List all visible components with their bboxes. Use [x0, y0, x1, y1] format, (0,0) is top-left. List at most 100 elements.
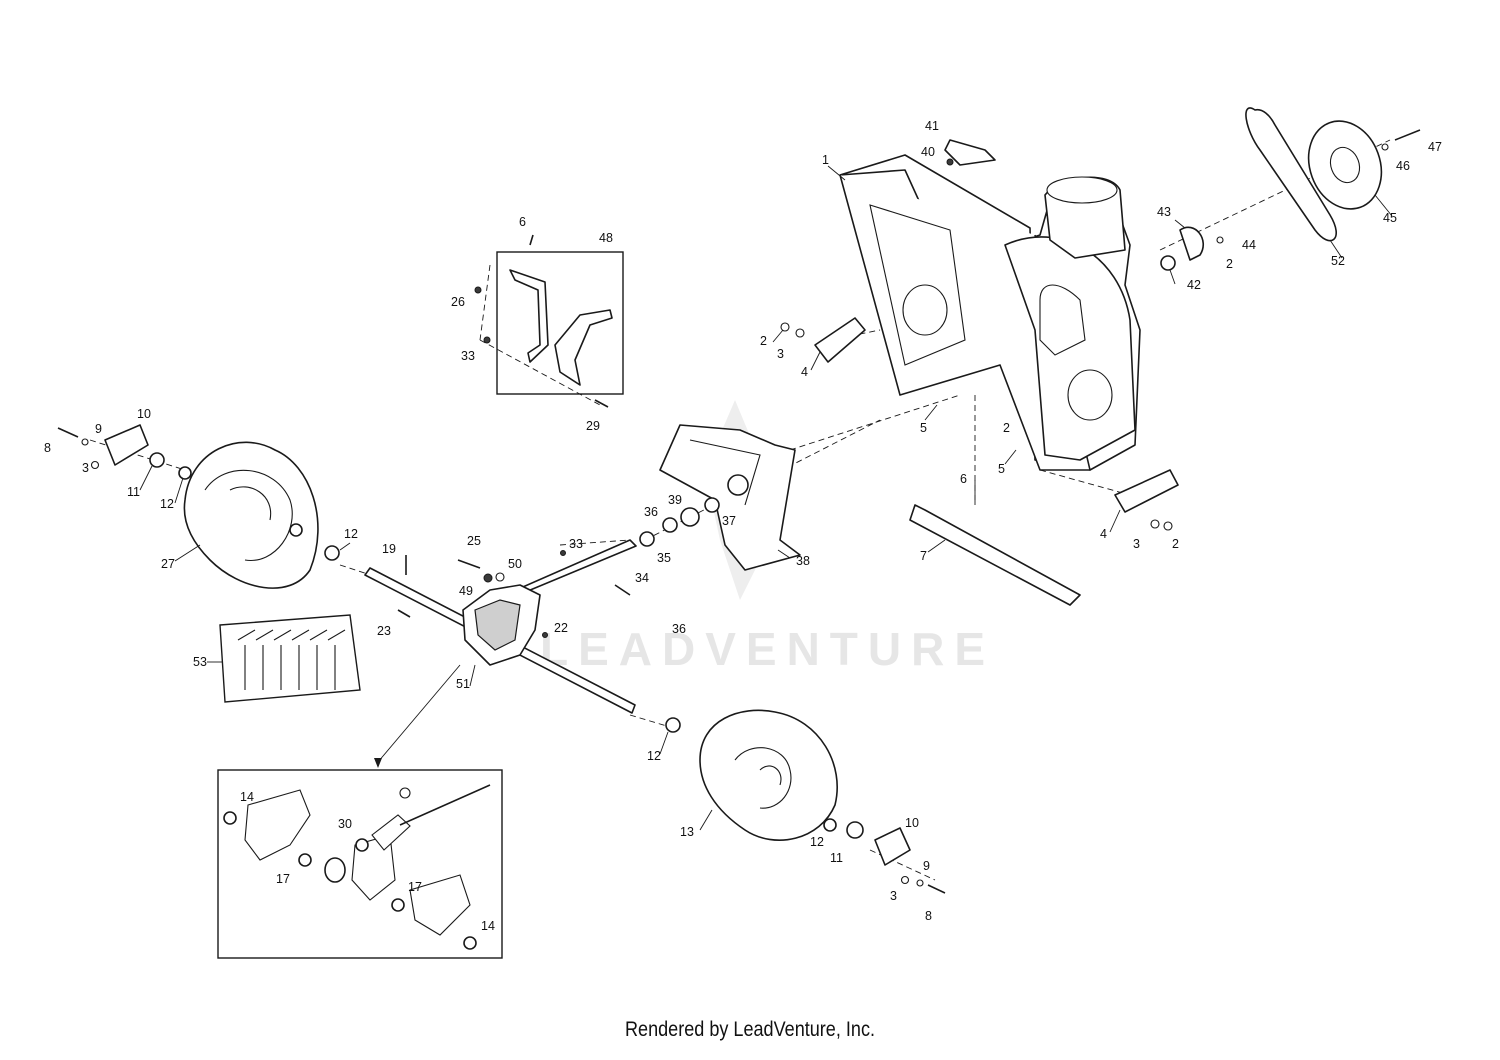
callout-44: 44: [1242, 238, 1256, 252]
callout-45: 45: [1383, 211, 1397, 225]
bracket-right: [554, 309, 613, 386]
washer-46: [1381, 143, 1389, 151]
auger-27-hub: [289, 523, 303, 537]
auger-left: [57, 424, 340, 589]
bolt-25: [457, 559, 481, 569]
gear-case-half-left: [244, 789, 311, 861]
bearing-nut-42: [1160, 255, 1176, 271]
nut-2-right: [1163, 521, 1173, 531]
gearbox-detail-inset: [217, 664, 503, 959]
callout-43: 43: [1157, 205, 1171, 219]
callout-12: 12: [647, 749, 661, 763]
callout-42: 42: [1187, 278, 1201, 292]
auger-right: [665, 709, 946, 894]
callout-12: 12: [810, 835, 824, 849]
washer-30: [355, 838, 369, 852]
shave-plate: [909, 480, 1081, 606]
bolt-8-left: [57, 427, 79, 438]
auger-13-flight-1: [734, 747, 792, 809]
screw-26: [474, 286, 482, 294]
callout-23: 23: [377, 624, 391, 638]
nut-12-shaft-right: [665, 717, 681, 733]
worm-shaft: [399, 784, 491, 826]
callout-30: 30: [338, 817, 352, 831]
bolt-47: [1394, 129, 1421, 141]
shaft-bearings: [639, 497, 720, 547]
drive-belt-52: [1245, 107, 1337, 242]
callout-4: 4: [801, 365, 808, 379]
callout-5: 5: [998, 462, 1005, 476]
skid-shoe-left: [814, 317, 866, 363]
seal-14-top: [223, 811, 237, 825]
callout-33: 33: [461, 349, 475, 363]
callout-33: 33: [569, 537, 583, 551]
bolt-8-right: [927, 884, 946, 894]
screw-6-kit: [529, 234, 534, 246]
callout-13: 13: [680, 825, 694, 839]
callout-10: 10: [137, 407, 151, 421]
shave-plate-7: [909, 504, 1081, 606]
shear-bolt-kit-53: [219, 614, 361, 703]
callout-51: 51: [456, 677, 470, 691]
thrust-washer: [324, 857, 346, 883]
callout-labels: 1 2 2 2 2 3 3 3 3 4 4 5 5 6 6 7 8 8 9 9 …: [44, 119, 1442, 933]
chute-flange: [1046, 176, 1118, 204]
kit-53-bag: [219, 614, 361, 703]
washer-3-left: [795, 328, 805, 338]
callout-46: 46: [1396, 159, 1410, 173]
callout-7: 7: [920, 549, 927, 563]
callout-19: 19: [382, 542, 396, 556]
callout-39: 39: [668, 493, 682, 507]
washer-9-right: [916, 879, 924, 887]
gearbox-cover: [474, 599, 521, 651]
callout-5: 5: [920, 421, 927, 435]
auger-housing: [839, 154, 1141, 471]
callout-3: 3: [1133, 537, 1140, 551]
washer-3-left-auger: [90, 460, 100, 470]
callout-2: 2: [1003, 421, 1010, 435]
kit-48-frame: [496, 251, 624, 395]
callout-35: 35: [657, 551, 671, 565]
auger-27-flight-1: [204, 469, 293, 561]
callout-2: 2: [1226, 257, 1233, 271]
gear-case-half-right: [409, 874, 471, 936]
callout-14: 14: [481, 919, 495, 933]
auger-27-flight-2: [229, 486, 272, 521]
fitting-22: [542, 632, 548, 638]
housing-left-bearing-hole: [902, 284, 948, 336]
screw-29: [594, 399, 609, 408]
callout-47: 47: [1428, 140, 1442, 154]
screw-44: [1216, 236, 1224, 244]
callout-25: 25: [467, 534, 481, 548]
callout-12: 12: [344, 527, 358, 541]
callout-26: 26: [451, 295, 465, 309]
bracket-41: [944, 139, 996, 166]
callout-29: 29: [586, 419, 600, 433]
callout-9: 9: [923, 859, 930, 873]
callout-6: 6: [960, 472, 967, 486]
skid-shoe-right: [1114, 469, 1179, 513]
callout-10: 10: [905, 816, 919, 830]
housing-right-window: [1039, 284, 1086, 356]
callout-2: 2: [760, 334, 767, 348]
impeller: [659, 424, 801, 571]
screw-33: [560, 550, 566, 556]
callout-22: 22: [554, 621, 568, 635]
auger-shaft: [364, 539, 637, 714]
worm-gear: [371, 814, 411, 851]
callout-11: 11: [127, 485, 140, 499]
drive-parts: [1160, 107, 1421, 271]
callout-37: 37: [722, 514, 736, 528]
bearing-plate-43: [1179, 226, 1204, 261]
inset-frame: [217, 769, 503, 959]
callout-38: 38: [796, 554, 810, 568]
callout-2: 2: [1172, 537, 1179, 551]
bearing-39: [680, 507, 700, 527]
callout-8: 8: [44, 441, 51, 455]
nut-12-left: [178, 466, 192, 480]
flange-10-right: [874, 827, 911, 866]
callout-3: 3: [890, 889, 897, 903]
callout-27: 27: [161, 557, 175, 571]
